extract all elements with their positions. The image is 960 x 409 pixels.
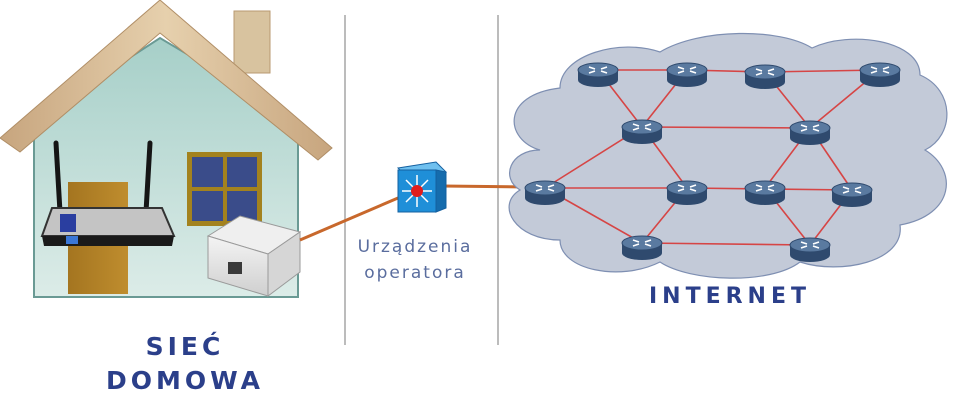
router-icon: [789, 237, 831, 262]
router-icon: [831, 182, 873, 207]
window: [187, 152, 262, 226]
cable-socket-switch: [299, 196, 399, 242]
home-network-label: SIEĆ DOMOWA: [60, 330, 310, 398]
router-icon: [621, 119, 663, 144]
multilayer-switch-icon: [396, 161, 448, 213]
routers: [524, 62, 901, 262]
operator-label-line1: Urządzenia: [357, 237, 473, 257]
router-icon: [666, 180, 708, 205]
router-icon: [621, 235, 663, 260]
cloud-icon: [508, 32, 948, 279]
phone-socket-icon: [206, 215, 302, 297]
router-icon: [666, 62, 708, 87]
home-label-line1: SIEĆ: [145, 332, 225, 361]
router-icon: [744, 180, 786, 205]
operator-label-line2: operatora: [364, 263, 466, 283]
router-icon: [577, 62, 619, 87]
router-icon: [789, 120, 831, 145]
internet-label: INTERNET: [648, 284, 812, 309]
cable-switch-internet: [441, 184, 529, 189]
home-label-line2: DOMOWA: [106, 366, 264, 395]
router-icon: [859, 62, 901, 87]
wifi-router-icon: [40, 140, 176, 246]
router-icon: [744, 64, 786, 89]
operator-devices-label: Urządzenia operatora: [340, 234, 490, 286]
router-icon: [524, 180, 566, 205]
